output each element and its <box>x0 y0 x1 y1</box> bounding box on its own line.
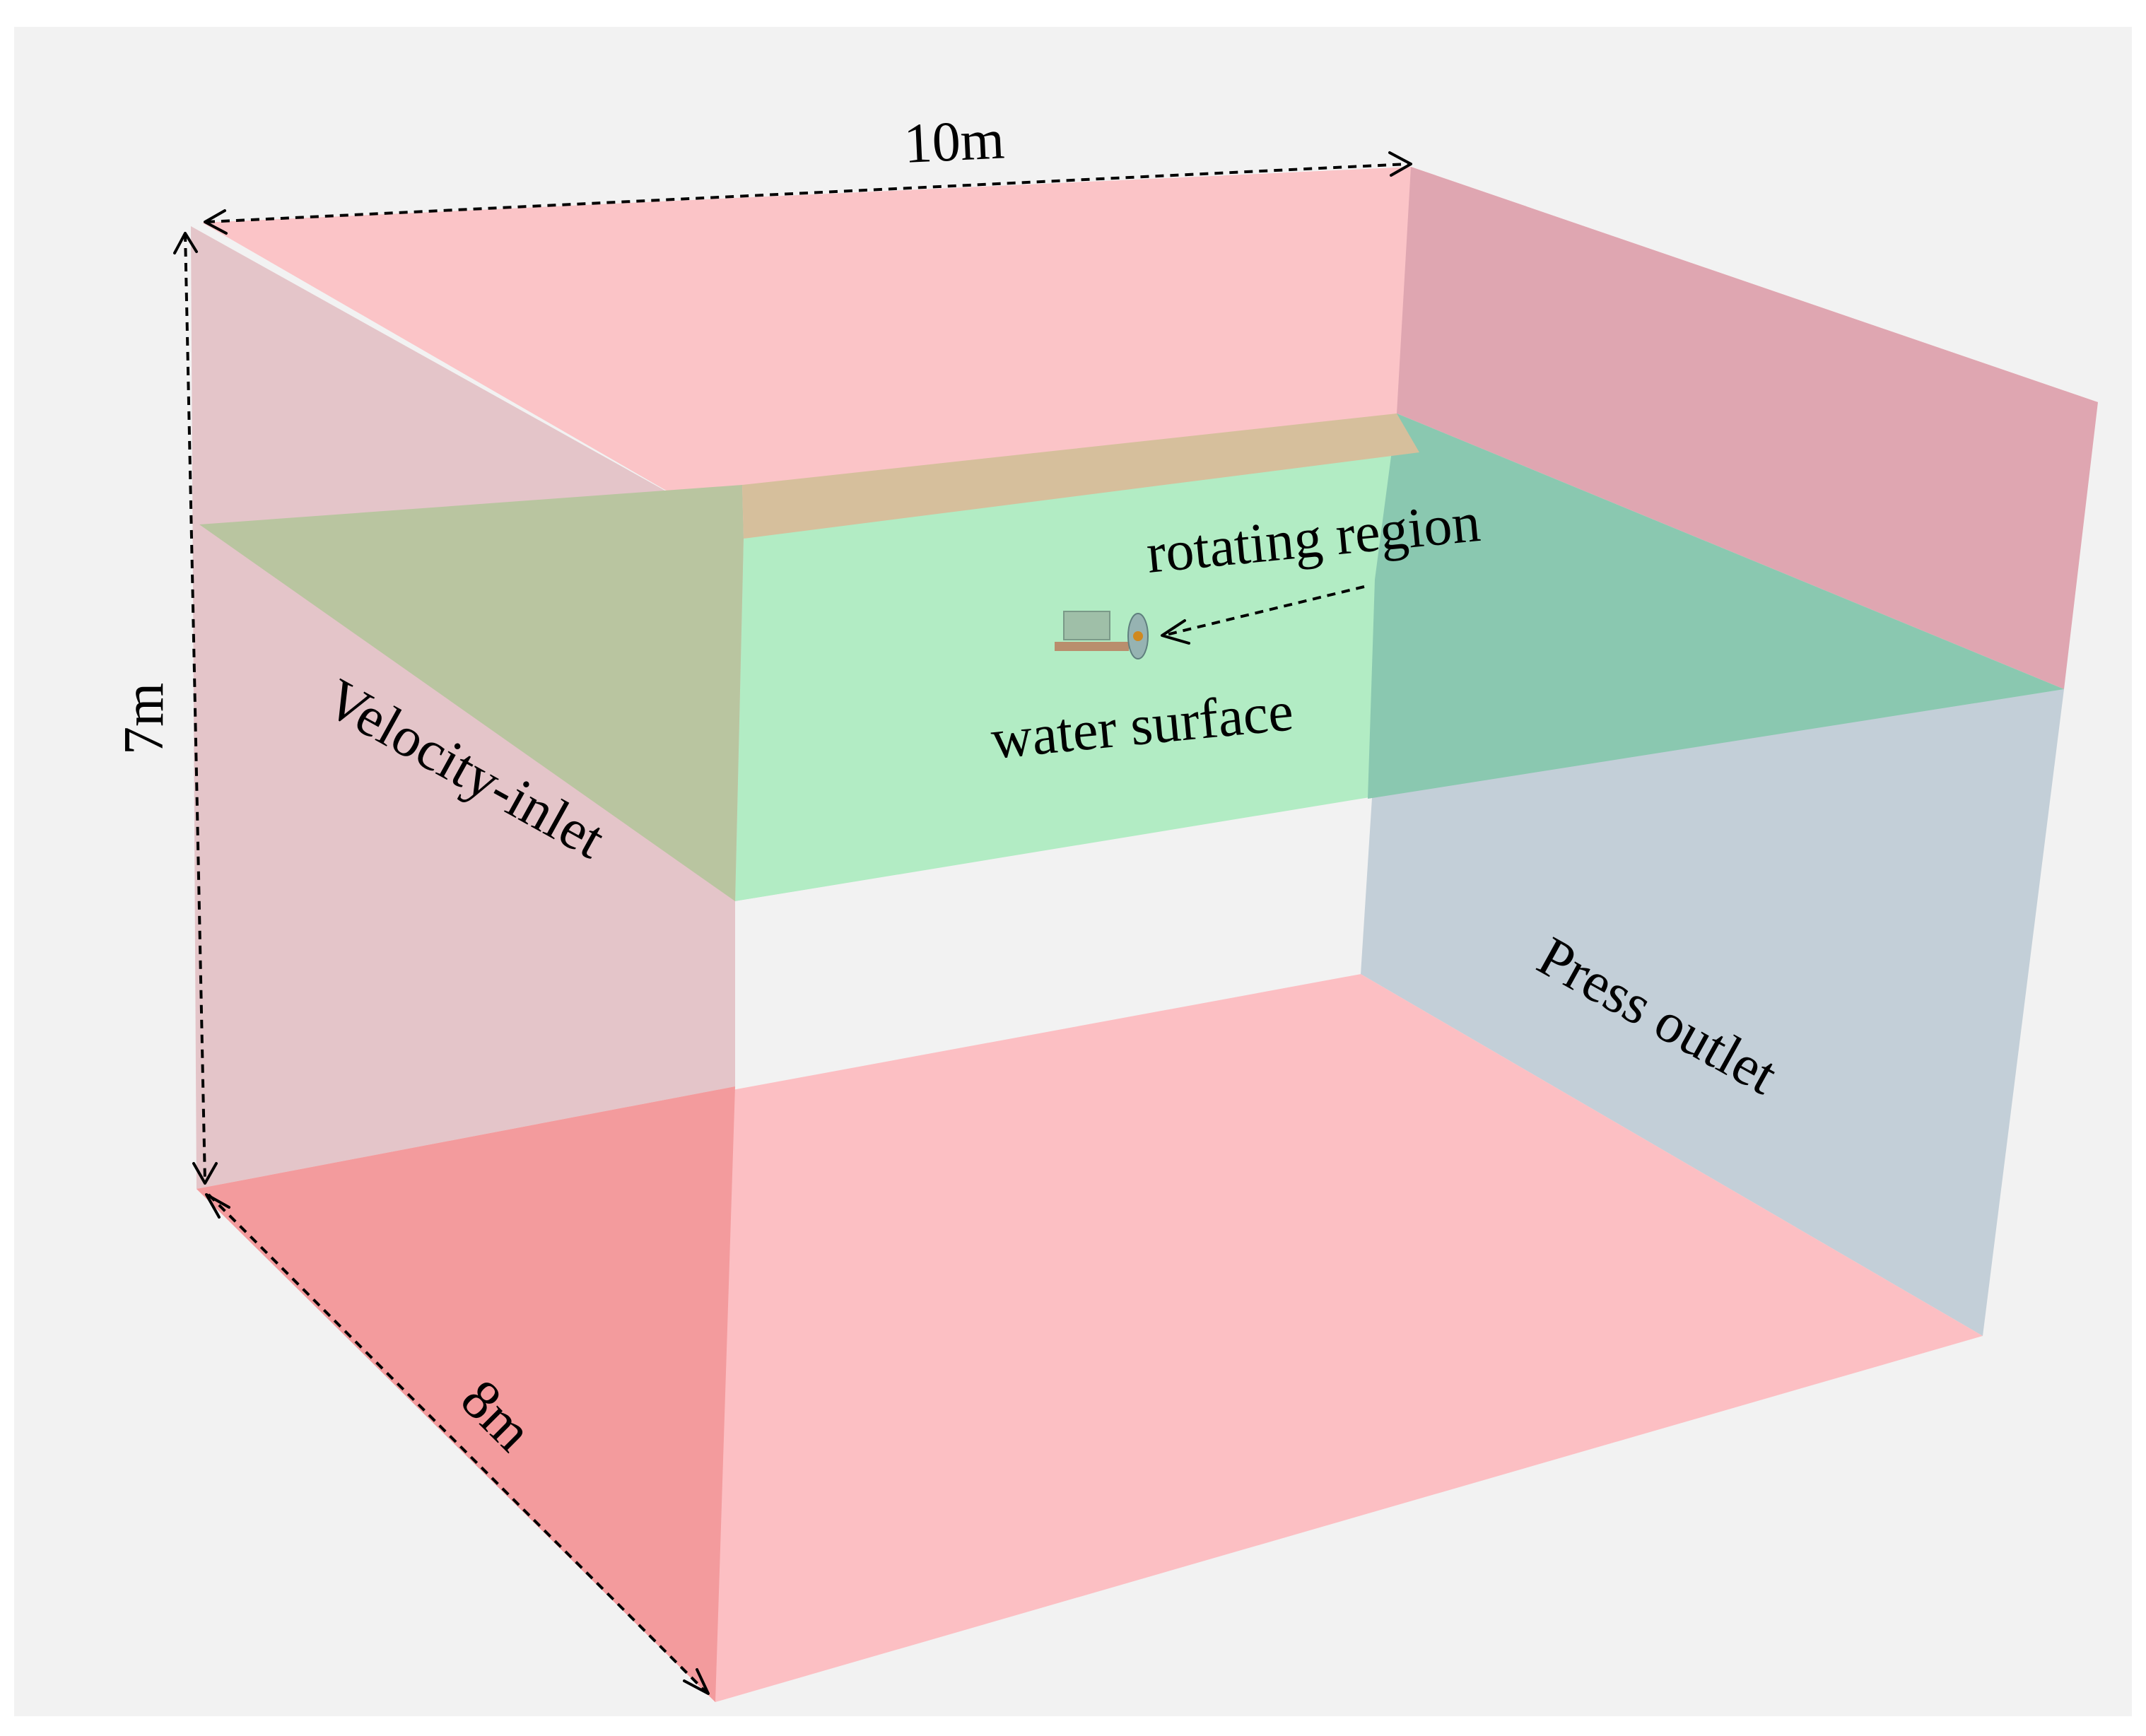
near-side-face <box>197 1086 735 1702</box>
back-right-wall-upper <box>1397 167 2098 689</box>
water-outlet-overlap <box>1368 414 2064 799</box>
height-dimension <box>173 232 218 1185</box>
water-inlet-overlap <box>199 485 744 901</box>
turbine-hub <box>1133 631 1143 641</box>
turbine-model <box>1055 611 1149 659</box>
turbine-nacelle <box>1063 611 1110 640</box>
rotating-region-arrow <box>1161 585 1365 645</box>
turbine-shaft <box>1055 642 1129 651</box>
width-dimension <box>205 1193 710 1695</box>
open-gap <box>735 799 1368 1086</box>
length-label: 10m <box>903 108 1006 175</box>
length-dimension <box>204 151 1412 235</box>
top-water-overlap <box>742 414 1419 539</box>
height-label: 7m <box>113 683 175 755</box>
